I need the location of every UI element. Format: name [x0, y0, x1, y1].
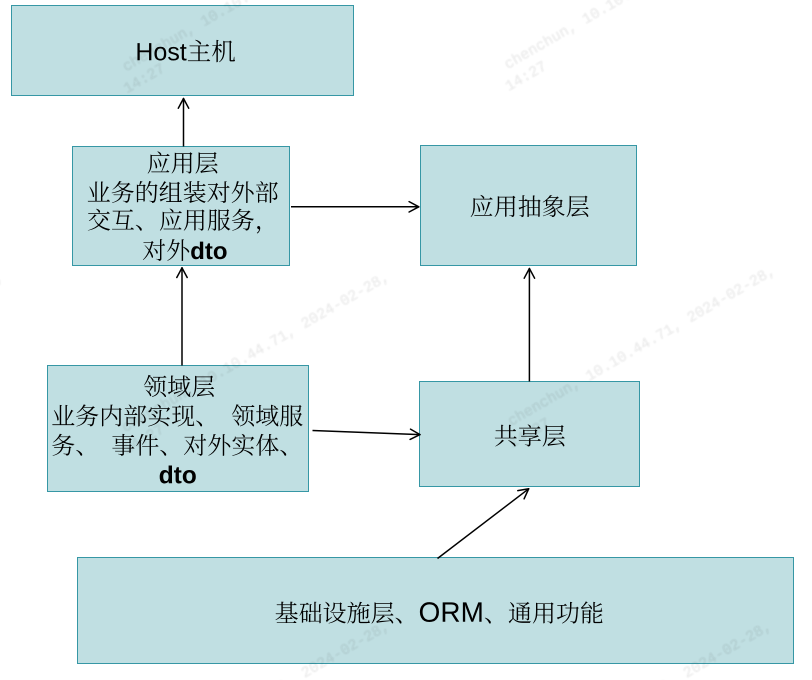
svg-text:chenchun, 10.10.44.71, 2024-02: chenchun, 10.10.44.71, 2024-02-28, [0, 269, 7, 437]
svg-text:chenchun, 10.10.44.71, 2024-02: chenchun, 10.10.44.71, 2024-02-28, [119, 618, 393, 680]
svg-text:chenchun, 10.10.44.71, 2024-02: chenchun, 10.10.44.71, 2024-02-28, [501, 618, 775, 680]
svg-text:chenchun, 10.10.44.71, 2024-02: chenchun, 10.10.44.71, 2024-02-28, [505, 263, 779, 431]
